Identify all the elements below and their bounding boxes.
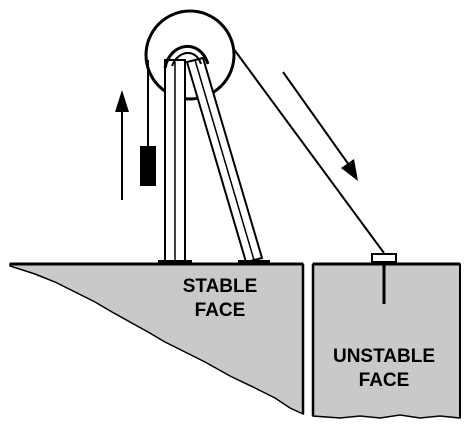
anchor-plate: [371, 253, 397, 263]
stable-face-label-line2: FACE: [195, 300, 246, 321]
anchor-rope: [232, 47, 385, 254]
mast-apex-cap: [163, 45, 210, 69]
unstable-face-label-line2: FACE: [359, 370, 410, 391]
downward-arrow-head: [341, 159, 358, 181]
mast-apex-cap-inner: [171, 52, 202, 67]
downward-arrow-shaft: [282, 71, 350, 166]
stable-face-label-line1: STABLE: [183, 276, 258, 297]
counterweight: [140, 146, 156, 186]
upward-arrow-head: [115, 90, 129, 112]
slanted-mast-leg-inner-line: [194, 59, 255, 261]
stable-ground-block: [9, 263, 304, 416]
unstable-ground-block: [312, 263, 461, 419]
unstable-face-label-line1: UNSTABLE: [333, 346, 435, 367]
pulley-wheel: [144, 9, 236, 101]
